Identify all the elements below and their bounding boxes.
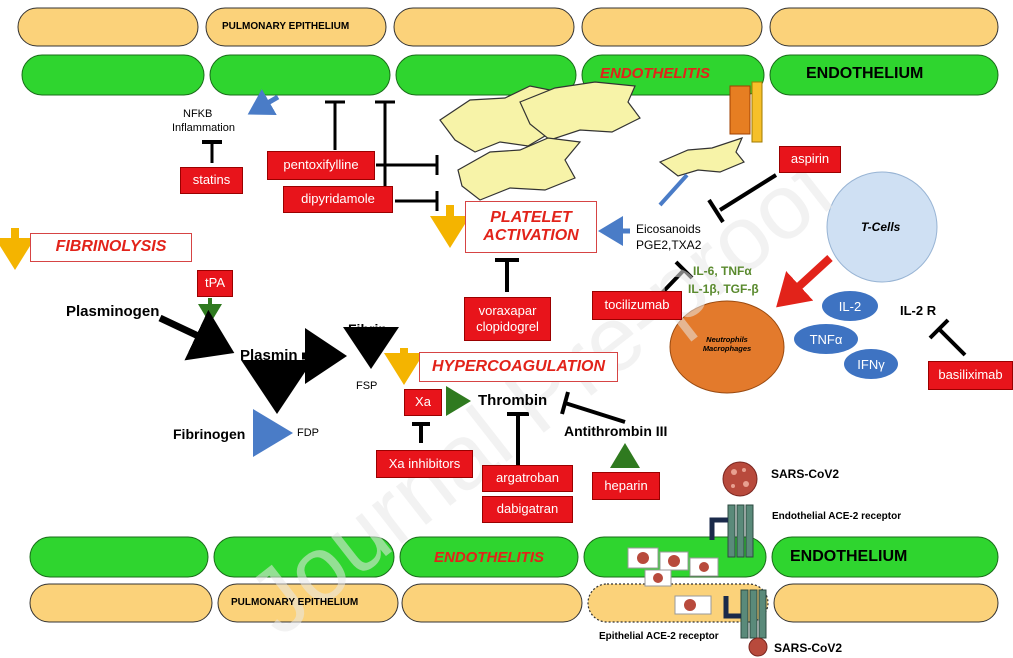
clopidogrel-label: clopidogrel <box>476 319 539 334</box>
cytokines-line2: IL-1β, TGF-β <box>688 282 759 296</box>
platelet-activation-line1: PLATELET <box>490 208 572 226</box>
sars-cov2-virus-bottom <box>748 637 768 657</box>
endothelial-fragment-orange <box>729 85 751 135</box>
il2-oval <box>822 291 878 321</box>
macrophages-label: Macrophages <box>702 344 752 353</box>
heparin-box: heparin <box>592 472 660 500</box>
arrow-to-nfkb <box>247 89 280 115</box>
bottom-endothelium-label: ENDOTHELIUM <box>790 548 908 565</box>
top-epithelium-label: PULMONARY EPITHELIUM <box>222 21 350 32</box>
aspirin-inhibit-line <box>718 173 778 212</box>
eicosanoids-label: Eicosanoids <box>636 222 701 236</box>
bottom-epithelium-label: PULMONARY EPITHELIUM <box>231 597 359 608</box>
top-endothelitis-label: ENDOTHELITIS <box>600 65 711 82</box>
hypercoagulation-label: HYPERCOAGULATION <box>419 352 618 382</box>
aspirin-box: aspirin <box>779 146 841 173</box>
pentoxifylline-box: pentoxifylline <box>267 151 375 180</box>
plasminogen-to-plasmin-arrow <box>158 309 235 361</box>
voraxapar-label: voraxapar <box>478 302 537 318</box>
sars-cov2-virus-top <box>722 461 758 497</box>
epithelial-ace2-label: Epithelial ACE-2 receptor <box>599 631 719 642</box>
t-cells-label: T-Cells <box>861 220 901 234</box>
bottom-epithelium-layer <box>29 583 999 623</box>
inflammation-label: Inflammation <box>172 122 235 134</box>
platelet-cluster <box>439 81 745 201</box>
fdp-label: FDP <box>297 427 319 439</box>
plasminogen-label: Plasminogen <box>66 303 160 320</box>
fibrinolysis-label: FIBRINOLYSIS <box>30 233 192 262</box>
basiliximab-box: basiliximab <box>928 361 1013 390</box>
tpa-box: tPA <box>197 270 233 297</box>
top-endothelium-label: ENDOTHELIUM <box>806 65 924 82</box>
statins-box: statins <box>180 167 243 194</box>
platelet-activation-line2: ACTIVATION <box>483 227 579 244</box>
cytokines-line1: IL-6, TNFα <box>693 264 752 278</box>
infected-cells-endothelium <box>627 547 719 615</box>
endothelial-ace2-receptor <box>709 504 754 558</box>
tocilizumab-box: tocilizumab <box>592 291 682 320</box>
neutrophils-label: Neutrophils <box>706 335 748 344</box>
il2r-label: IL-2 R <box>900 303 937 318</box>
argatroban-box: argatroban <box>482 465 573 492</box>
antithrombin-inhibit-line <box>564 401 626 424</box>
xa-inhibitors-box: Xa inhibitors <box>376 450 473 478</box>
basiliximab-inhibit-line <box>938 328 967 357</box>
tcell-red-arrow <box>776 255 833 308</box>
sars-cov2-bottom-label: SARS-CoV2 <box>774 641 843 655</box>
endothelial-fragment-yellow <box>751 81 763 143</box>
t-cell-circle <box>826 171 938 283</box>
top-epithelium-layer <box>17 7 999 47</box>
tnfa-label: TNFα <box>809 331 843 347</box>
il2-label: IL-2 <box>838 298 862 314</box>
endothelial-ace2-label: Endothelial ACE-2 receptor <box>772 511 902 522</box>
fibrin-label: Fibrin <box>348 321 387 337</box>
fibrinogen-label: Fibrinogen <box>173 426 246 442</box>
fsp-label: FSP <box>356 380 378 392</box>
tnfa-oval <box>794 324 858 354</box>
plasmin-label: Plasmin <box>240 347 298 364</box>
xa-box: Xa <box>404 389 442 416</box>
tocilizumab-inhibit-line <box>658 268 686 297</box>
epithelial-ace2-receptor <box>723 589 767 639</box>
dipyridamole-box: dipyridamole <box>283 186 393 213</box>
sars-cov2-top-label: SARS-CoV2 <box>771 467 840 481</box>
antithrombin-label: Antithrombin III <box>564 423 668 439</box>
macrophage-ellipse <box>669 300 785 394</box>
top-endothelium-layer <box>21 54 999 96</box>
dabigatran-box: dabigatran <box>482 496 573 523</box>
bottom-endothelitis-label: ENDOTHELITIS <box>434 549 545 566</box>
ifng-label: IFNγ <box>857 356 885 372</box>
small-platelet-blue-line <box>658 173 689 207</box>
thrombin-label: Thrombin <box>478 392 548 409</box>
ifng-oval <box>844 349 898 379</box>
pge2-label: PGE2,TXA2 <box>636 238 702 252</box>
nfkb-label: NFKB <box>183 108 213 120</box>
